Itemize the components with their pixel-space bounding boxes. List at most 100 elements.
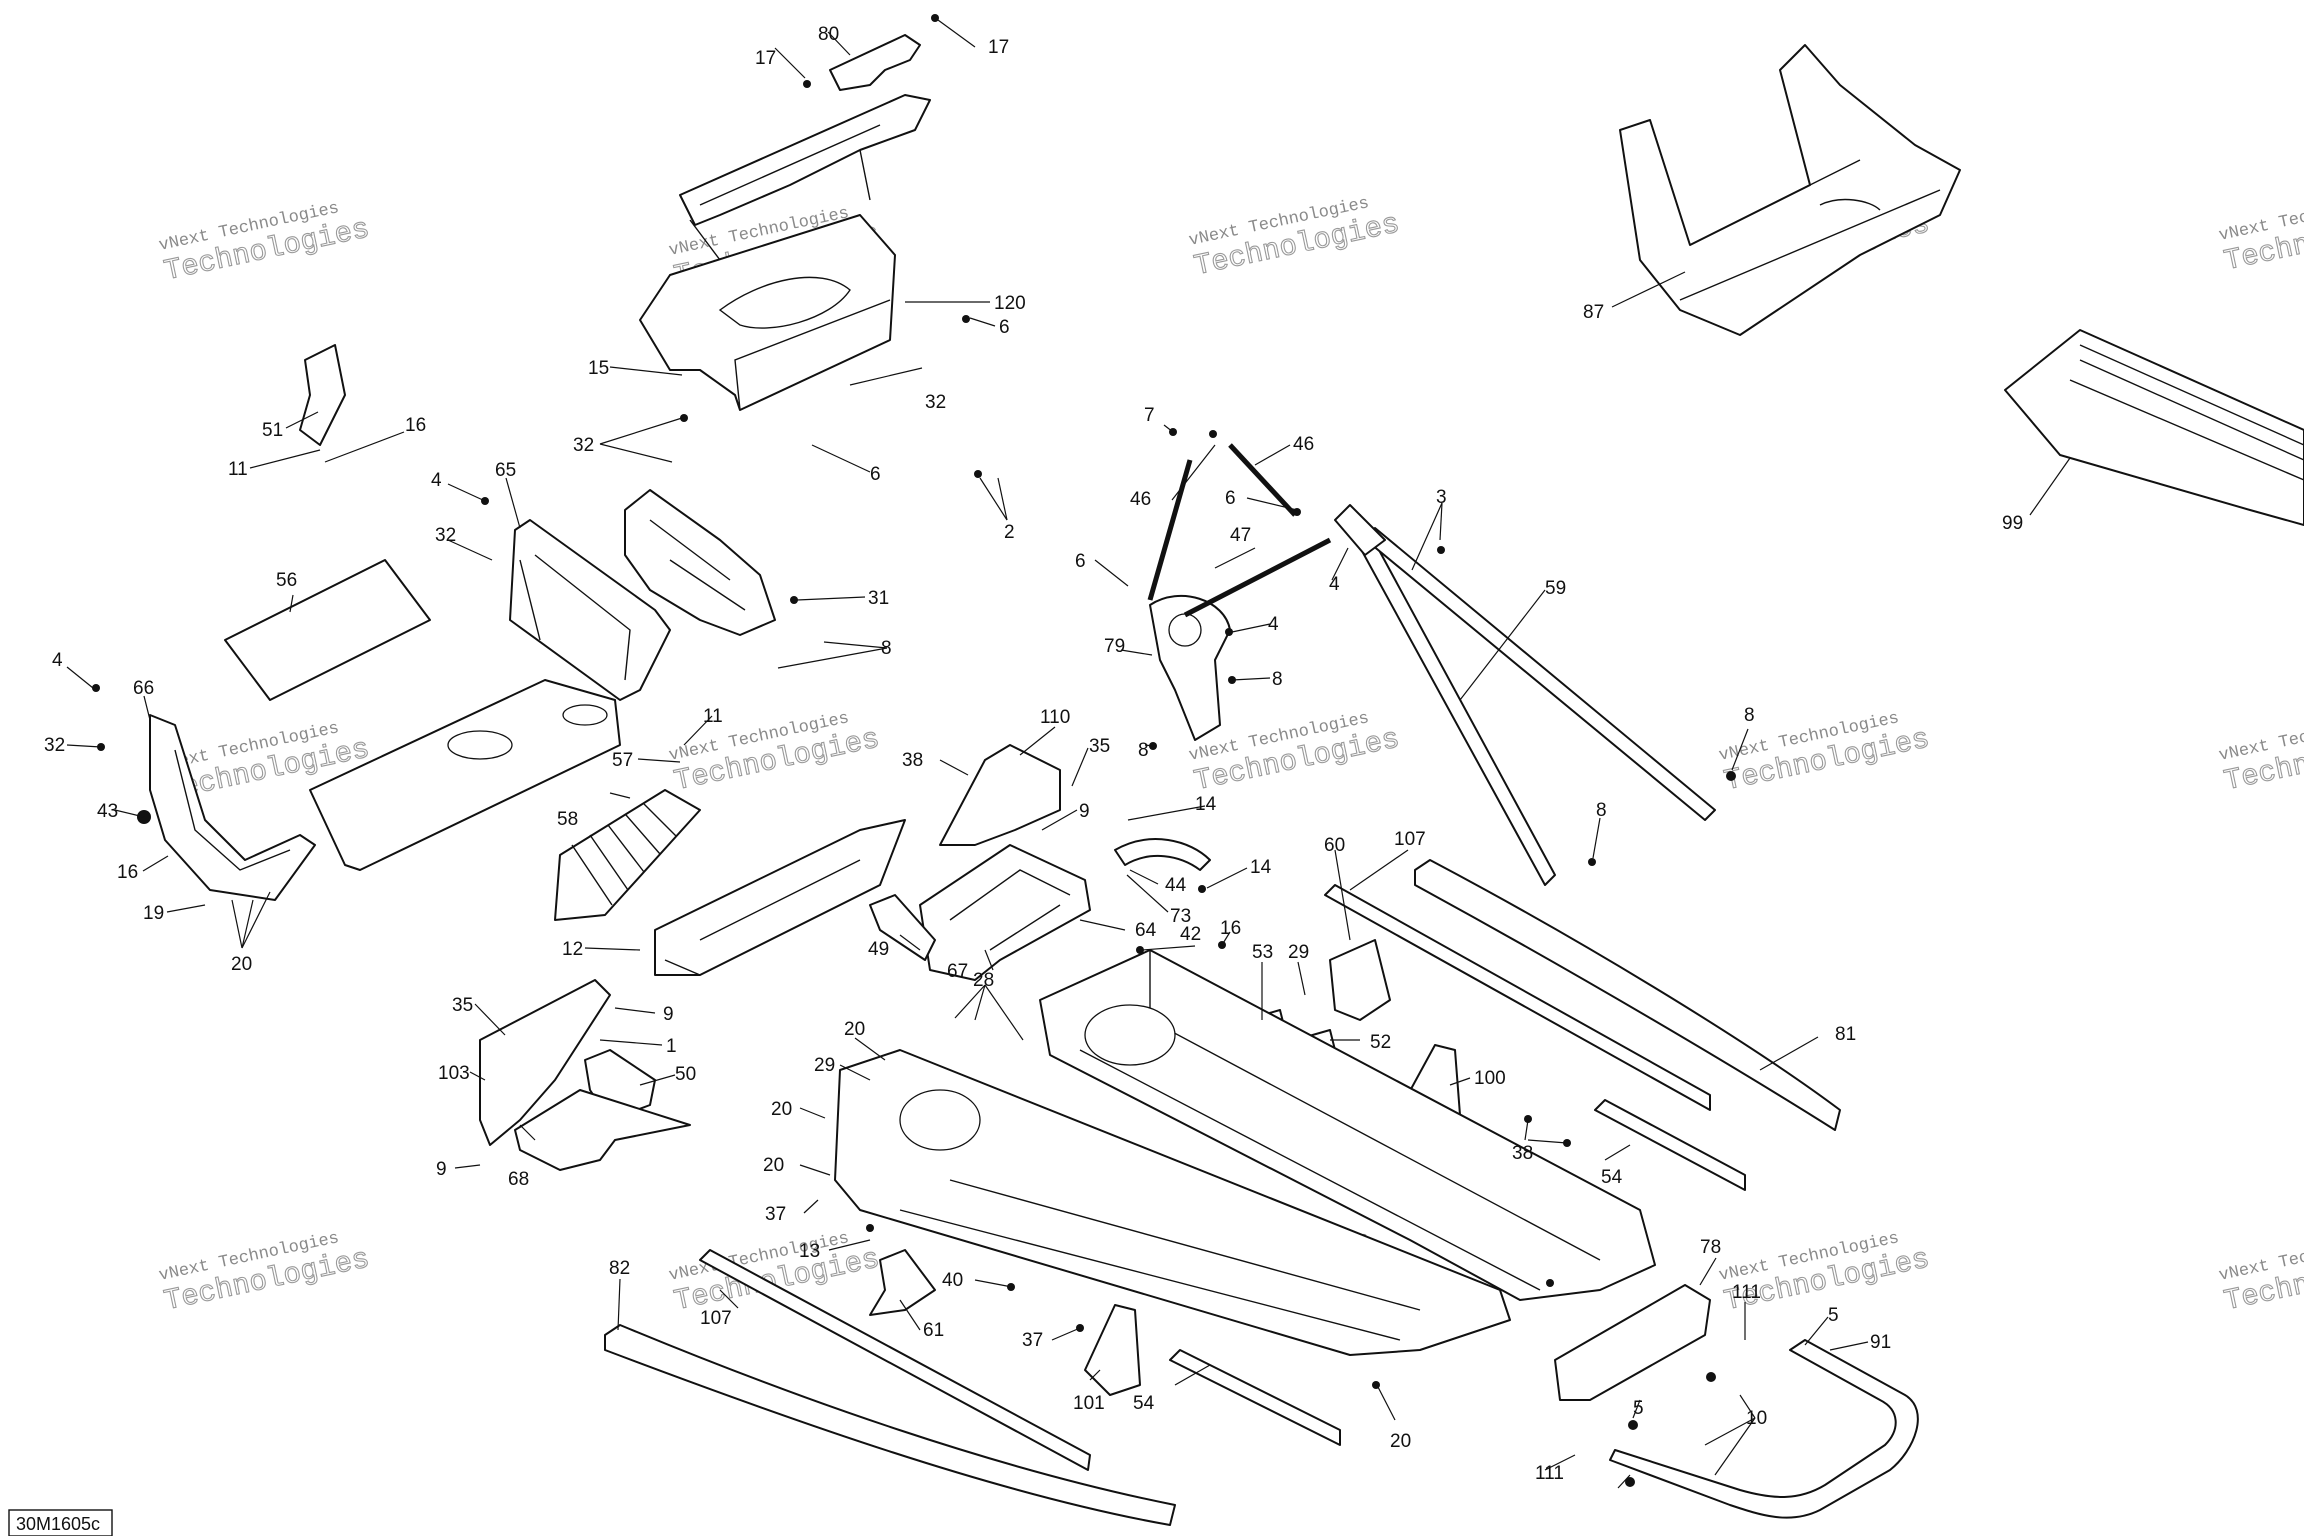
- callout-8: 8: [1596, 800, 1607, 821]
- callout-6: 6: [870, 464, 881, 485]
- callout-9: 9: [436, 1159, 447, 1180]
- diagram-code-frame: [8, 1509, 113, 1536]
- fastener: [1225, 628, 1233, 636]
- callout-67: 67: [947, 961, 968, 982]
- part-center-tunnel-front-detail: [664, 859, 861, 976]
- callout-6: 6: [1225, 488, 1236, 509]
- part-steering-support-detail: [689, 124, 881, 261]
- callout-54: 54: [1601, 1167, 1623, 1188]
- fastener: [92, 684, 100, 692]
- callout-53: 53: [1252, 942, 1273, 963]
- callout-17: 17: [988, 37, 1009, 58]
- callout-111: 111: [1535, 1463, 1564, 1484]
- callout-8: 8: [1744, 705, 1755, 726]
- part-60-bracket: [1329, 939, 1391, 1021]
- part-82-slide-rail: [604, 1324, 1176, 1526]
- callout-31: 31: [868, 588, 889, 609]
- fastener: [1706, 1372, 1716, 1382]
- fastener: [1136, 946, 1144, 954]
- callout-19: 19: [143, 903, 164, 924]
- fastener: [974, 470, 982, 478]
- callout-9: 9: [663, 1004, 674, 1025]
- watermark: vNext Technologies Technologies: [2217, 189, 2304, 279]
- hardware-dots: [92, 14, 1736, 1487]
- part-67-middle-box: [919, 844, 1091, 981]
- callout-52: 52: [1370, 1032, 1391, 1053]
- callout-5: 5: [1828, 1305, 1839, 1326]
- part-61-bracket: [869, 1249, 936, 1316]
- callout-8: 8: [1138, 740, 1149, 761]
- callout-32: 32: [925, 392, 946, 413]
- callout-57: 57: [612, 750, 633, 771]
- fastener: [803, 80, 811, 88]
- callout-58: 58: [557, 809, 578, 830]
- part-lower-tunnel-detail: [899, 1179, 1421, 1341]
- callout-3: 3: [1436, 487, 1447, 508]
- callout-16: 16: [1220, 918, 1241, 939]
- fastener: [1524, 1115, 1532, 1123]
- callout-4: 4: [1268, 614, 1279, 635]
- part-54-rail: [1169, 1349, 1341, 1446]
- fastener: [866, 1224, 874, 1232]
- part-81-slide-rail: [1414, 859, 1841, 1131]
- callout-107: 107: [1394, 829, 1426, 850]
- fastener: [931, 14, 939, 22]
- callout-46: 46: [1293, 434, 1314, 455]
- callout-50: 50: [675, 1064, 696, 1085]
- callout-65: 65: [495, 460, 516, 481]
- callout-20: 20: [771, 1099, 792, 1120]
- callout-49: 49: [868, 939, 889, 960]
- part-54-rail: [1594, 1099, 1746, 1191]
- part-floor-panel: [309, 679, 621, 871]
- fastener: [680, 414, 688, 422]
- part-110-bracket: [939, 744, 1061, 846]
- callout-4: 4: [431, 470, 442, 491]
- callout-5: 5: [1633, 1398, 1644, 1419]
- fastener: [790, 596, 798, 604]
- part-floor-panel-hole: [562, 704, 608, 726]
- fastener: [1546, 1279, 1554, 1287]
- diagram-code-box: 30M1605c: [8, 1509, 113, 1536]
- callout-120: 120: [994, 293, 1026, 314]
- part-103-bracket: [479, 979, 611, 1146]
- callout-47: 47: [1230, 525, 1251, 546]
- part-lower-tunnel-cutout: [899, 1089, 981, 1151]
- callout-68: 68: [508, 1169, 529, 1190]
- part-59-a-arm-head: [1334, 504, 1386, 556]
- part-56-plate: [224, 559, 431, 701]
- part-99-tunnel-detail: [2069, 344, 2304, 481]
- part-58-heat-exchanger: [554, 789, 701, 921]
- callout-4: 4: [1329, 574, 1340, 595]
- fastener: [962, 315, 970, 323]
- callout-7: 7: [1144, 405, 1155, 426]
- part-51-bracket: [299, 344, 346, 446]
- part-67-middle-box-detail: [949, 869, 1071, 951]
- callout-20: 20: [1390, 1431, 1411, 1452]
- part-65-side-frame: [509, 519, 671, 701]
- part-120-upper-box-detail: [718, 276, 891, 411]
- leader-lines: [66, 19, 2071, 1489]
- callout-17: 17: [755, 48, 776, 69]
- part-44-curved-rail: [1114, 838, 1211, 871]
- callout-32: 32: [573, 435, 594, 456]
- callout-38: 38: [1512, 1143, 1533, 1164]
- watermark: vNext Technologies Technologies: [1187, 194, 1403, 284]
- fastener: [1437, 546, 1445, 554]
- part-120-upper-box: [639, 214, 896, 411]
- callout-4: 4: [52, 650, 63, 671]
- watermark: vNext Technologies Technologies: [157, 199, 373, 289]
- watermark: vNext Technologies Technologies: [1717, 1229, 1933, 1319]
- callout-87: 87: [1583, 302, 1604, 323]
- callout-61: 61: [923, 1320, 944, 1341]
- part-47-rod: [1183, 537, 1332, 618]
- callout-6: 6: [1075, 551, 1086, 572]
- callout-1: 1: [666, 1036, 677, 1057]
- fastener: [1625, 1477, 1635, 1487]
- callout-20: 20: [231, 954, 252, 975]
- callout-35: 35: [452, 995, 473, 1016]
- callout-28: 28: [973, 970, 994, 991]
- part-80-bracket: [829, 34, 921, 91]
- callout-9: 9: [1079, 801, 1090, 822]
- callout-29: 29: [814, 1055, 835, 1076]
